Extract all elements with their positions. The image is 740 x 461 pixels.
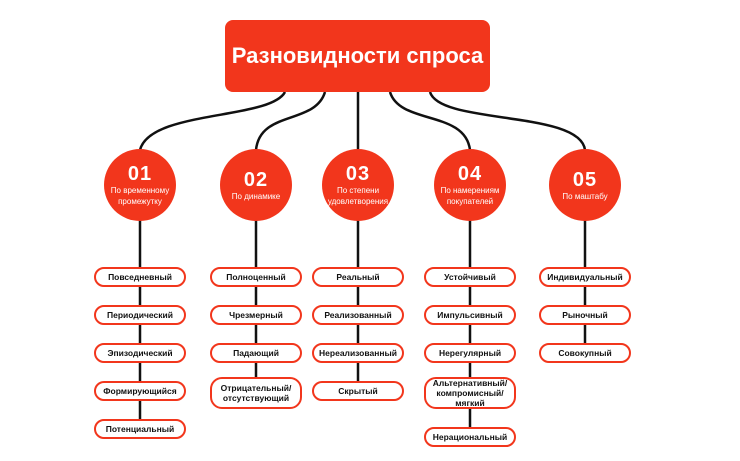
demand-type-item: Падающий <box>210 343 302 363</box>
category-number: 02 <box>243 168 269 191</box>
demand-type-item: Реализованный <box>312 305 404 325</box>
demand-type-item: Совокупный <box>539 343 631 363</box>
demand-type-item: Рыночный <box>539 305 631 325</box>
category-label: По динамике <box>231 191 281 201</box>
demand-type-item: Периодический <box>94 305 186 325</box>
demand-type-item: Эпизодический <box>94 343 186 363</box>
demand-type-item: Реальный <box>312 267 404 287</box>
category-label: По временному промежутку <box>110 186 170 206</box>
category-number: 05 <box>572 168 598 191</box>
diagram-title: Разновидности спроса <box>225 20 490 92</box>
demand-type-item: Индивидуальный <box>539 267 631 287</box>
category-label: По маштабу <box>562 191 608 201</box>
demand-type-item: Потенциальный <box>94 419 186 439</box>
demand-type-item: Полноценный <box>210 267 302 287</box>
demand-type-item: Нерациональный <box>424 427 516 447</box>
category-number: 03 <box>345 163 371 185</box>
category-label: По степени удовлетворения <box>327 186 389 206</box>
category-label: По намерениям покупателей <box>440 186 500 206</box>
demand-type-item: Формирующийся <box>94 381 186 401</box>
demand-type-item: Чрезмерный <box>210 305 302 325</box>
demand-type-item: Отрицательный/ отсутствующий <box>210 377 302 409</box>
demand-type-item: Устойчивый <box>424 267 516 287</box>
demand-type-item: Альтернативный/ компромисный/ мягкий <box>424 377 516 409</box>
demand-type-item: Импульсивный <box>424 305 516 325</box>
demand-type-item: Нерегулярный <box>424 343 516 363</box>
category-number: 01 <box>127 163 153 185</box>
category-number: 04 <box>457 163 483 185</box>
demand-type-item: Повседневный <box>94 267 186 287</box>
demand-type-item: Нереализованный <box>312 343 404 363</box>
demand-type-item: Скрытый <box>312 381 404 401</box>
